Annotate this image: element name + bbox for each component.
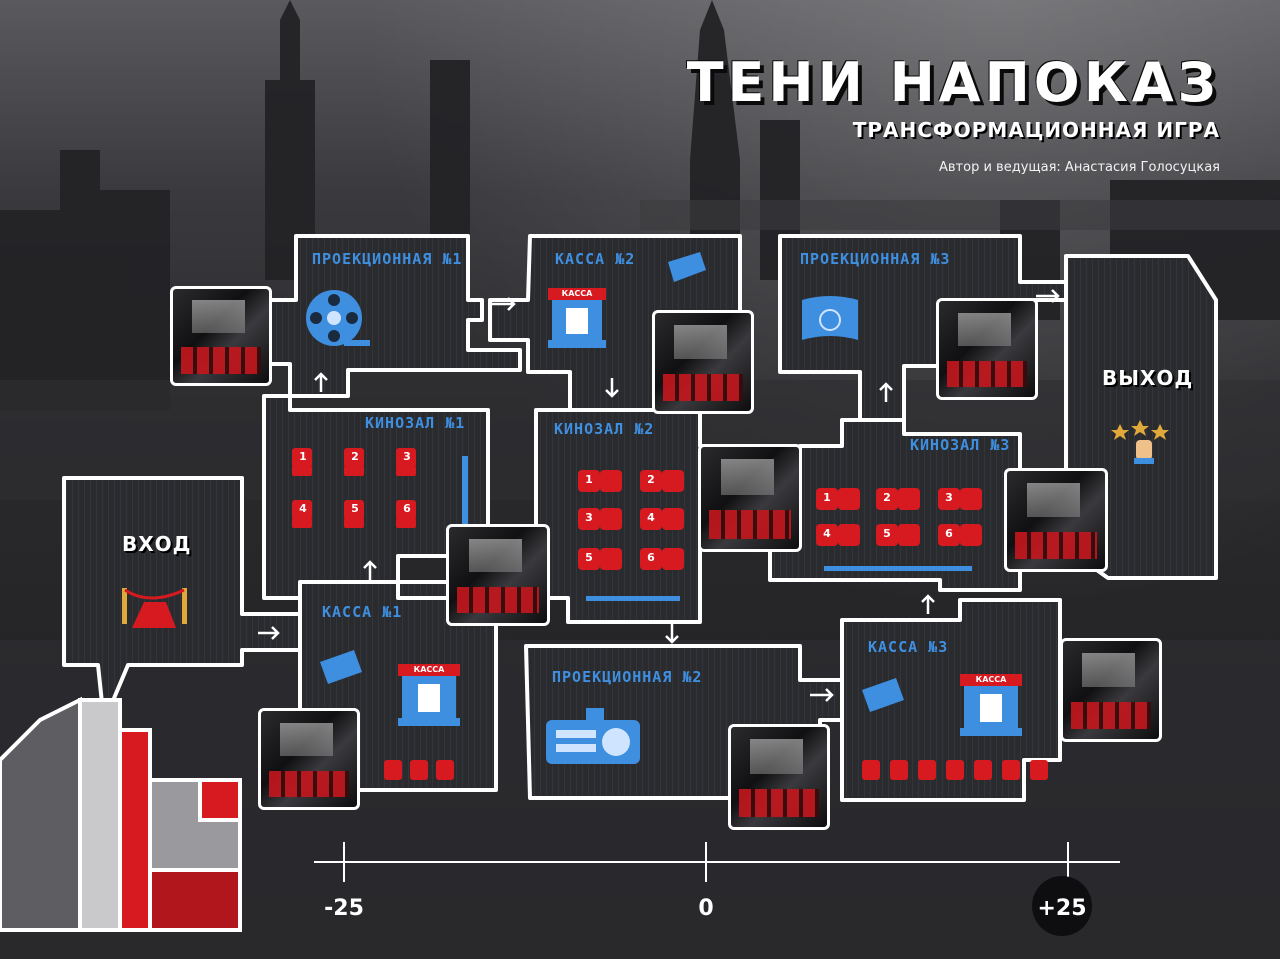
game-subtitle: ТРАНСФОРМАЦИОННАЯ ИГРА [852, 118, 1220, 142]
seat-number: 6 [647, 551, 655, 564]
seat-number: 1 [823, 491, 831, 504]
label-exit: ВЫХОД [1102, 366, 1194, 390]
photo-cinema-interior[interactable] [652, 310, 754, 414]
label-cinema-1: КИНОЗАЛ №1 [365, 414, 466, 432]
red-carpet-icon [122, 588, 187, 628]
seat-number: 4 [823, 527, 831, 540]
seat-number: 5 [351, 502, 359, 515]
photo-cinema-interior[interactable] [1060, 638, 1162, 742]
label-cinema-2: КИНОЗАЛ №2 [554, 420, 655, 438]
scale-left: -25 [324, 896, 364, 921]
seat-icon [578, 470, 684, 570]
seat-number: 6 [945, 527, 953, 540]
seat-number: 1 [299, 450, 307, 463]
seat-number: 5 [585, 551, 593, 564]
projector-icon [546, 708, 640, 764]
seat-number: 3 [585, 511, 593, 524]
title-block: ТЕНИ НАПОКАЗ ТРАНСФОРМАЦИОННАЯ ИГРА Авто… [686, 51, 1220, 176]
label-projection-3: ПРОЕКЦИОННАЯ №3 [800, 250, 951, 268]
photo-cinema-interior[interactable] [446, 524, 550, 626]
room-cashbox-3 [840, 598, 1062, 802]
scale-marker-circle [1032, 876, 1092, 936]
seat-number: 1 [585, 473, 593, 486]
booth-sign-3: КАССА [975, 675, 1007, 684]
seat-icon [384, 760, 1048, 780]
label-cashbox-1: КАССА №1 [322, 603, 403, 621]
label-projection-1: ПРОЕКЦИОННАЯ №1 [312, 250, 463, 268]
ticket-booth-icon [398, 288, 1022, 736]
seat-number: 5 [883, 527, 891, 540]
seat-number: 2 [351, 450, 359, 463]
booth-sign-1: КАССА [413, 665, 445, 674]
ticket-icon [320, 252, 904, 712]
photo-cinema-interior[interactable] [1004, 468, 1108, 572]
scale-line [314, 842, 1120, 882]
photo-cinema-interior[interactable] [698, 444, 802, 552]
film-reel-icon [306, 290, 370, 346]
seat-icon [292, 448, 416, 528]
seat-number: 6 [403, 502, 411, 515]
photo-cinema-interior[interactable] [258, 708, 360, 810]
scale-center: 0 [698, 896, 714, 921]
photo-cinema-interior[interactable] [936, 298, 1038, 400]
seat-number: 3 [945, 491, 953, 504]
game-title: ТЕНИ НАПОКАЗ [686, 51, 1220, 114]
seat-number: 2 [883, 491, 891, 504]
photo-cinema-interior[interactable] [728, 724, 830, 830]
label-entrance: ВХОД [122, 532, 192, 556]
seat-icon [816, 488, 982, 546]
screen-icon [802, 296, 858, 340]
label-cashbox-3: КАССА №3 [868, 638, 949, 656]
cinema-building [0, 696, 242, 932]
label-cashbox-2: КАССА №2 [555, 250, 636, 268]
scale-right: +25 [1037, 896, 1087, 921]
seat-number: 4 [647, 511, 655, 524]
seat-number: 2 [647, 473, 655, 486]
label-cinema-3: КИНОЗАЛ №3 [910, 436, 1011, 454]
seat-number: 4 [299, 502, 307, 515]
stars-hand-icon [1111, 420, 1169, 464]
label-projection-2: ПРОЕКЦИОННАЯ №2 [552, 668, 703, 686]
author-credit: Автор и ведущая: Анастасия Голосуцкая [939, 160, 1220, 175]
booth-sign-2: КАССА [561, 289, 593, 298]
photo-cinema-interior[interactable] [170, 286, 272, 386]
arrow-icon [258, 289, 1060, 702]
seat-number: 3 [403, 450, 411, 463]
